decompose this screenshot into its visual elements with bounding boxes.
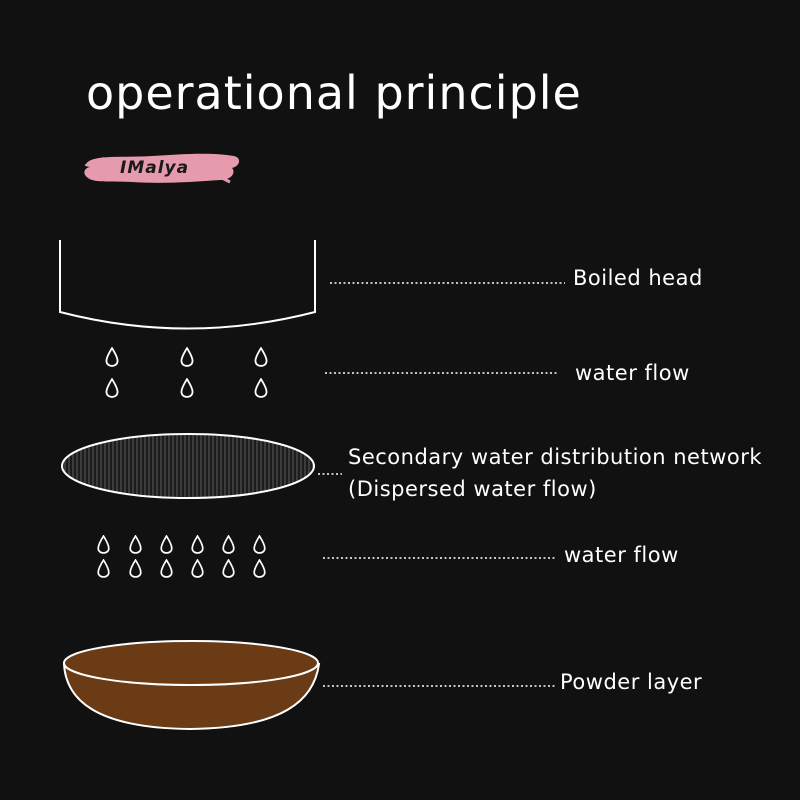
water-drops-bottom — [97, 535, 266, 578]
water-drops-top — [105, 347, 268, 398]
powder-bowl — [62, 640, 321, 731]
brand-logo: IMalya — [82, 150, 242, 186]
brand-name: IMalya — [120, 158, 190, 178]
label-water-flow-bottom: water flow — [564, 543, 679, 567]
label-boiled-head: Boiled head — [573, 266, 703, 290]
label-dispersed-flow: (Dispersed water flow) — [348, 477, 597, 501]
label-secondary-network: Secondary water distribution network — [348, 445, 763, 469]
brand-brush-stroke — [84, 153, 240, 184]
page-title: operational principle — [86, 66, 582, 120]
distribution-mesh — [61, 433, 315, 499]
boiled-head — [59, 240, 316, 330]
label-powder-layer: Powder layer — [560, 670, 703, 694]
label-water-flow-top: water flow — [575, 361, 690, 385]
